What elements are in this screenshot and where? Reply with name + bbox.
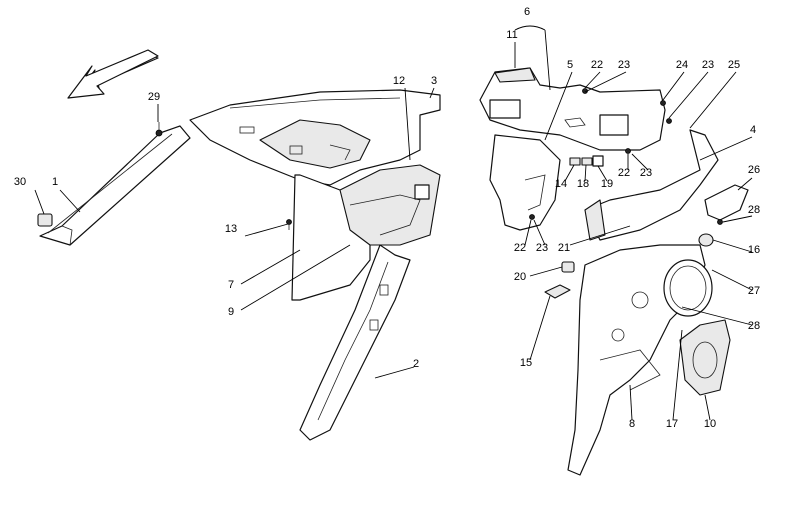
part-4-quarter-panel-upper <box>584 129 719 241</box>
direction-arrow-icon <box>67 49 159 99</box>
callout-c22b: 22 <box>618 167 630 179</box>
callout-c26: 26 <box>748 164 760 176</box>
callout-c30: 30 <box>14 176 26 188</box>
part-3-headliner <box>189 89 441 186</box>
callout-c29: 29 <box>148 91 160 103</box>
part-10-speaker-cover <box>679 319 731 396</box>
callout-c7: 7 <box>228 279 234 291</box>
part-20-spacer <box>561 261 575 273</box>
callout-c5: 5 <box>567 59 573 71</box>
part-30-clip <box>37 213 53 227</box>
callout-c23c: 23 <box>640 167 652 179</box>
callout-c4: 4 <box>750 124 756 136</box>
callout-c20: 20 <box>514 271 526 283</box>
callout-c25: 25 <box>728 59 740 71</box>
callout-c10: 10 <box>704 418 716 430</box>
callout-c17: 17 <box>666 418 678 430</box>
callout-c27: 27 <box>748 285 760 297</box>
part-27-seal-ring <box>663 259 713 317</box>
callout-c22c: 22 <box>514 242 526 254</box>
callout-c22a: 22 <box>591 59 603 71</box>
callout-c23d: 23 <box>536 242 548 254</box>
part-22-23-fasteners <box>529 88 672 220</box>
callout-c14: 14 <box>555 178 567 190</box>
callout-c15: 15 <box>520 357 532 369</box>
callout-c24: 24 <box>676 59 688 71</box>
part-16-grommet <box>698 233 714 247</box>
part-7-door-frame <box>291 164 441 301</box>
callout-c11: 11 <box>506 29 517 41</box>
part-1-pillar-trim <box>39 125 191 246</box>
part-15-pad <box>544 284 571 299</box>
callout-c21: 21 <box>558 242 570 254</box>
part-13-screw <box>286 219 292 230</box>
part-5-side-panel <box>489 134 561 231</box>
callout-c19: 19 <box>601 178 613 190</box>
callout-c13: 13 <box>225 223 237 235</box>
part-14-18-19-clips <box>569 155 604 167</box>
callout-c9: 9 <box>228 306 234 318</box>
callout-c16: 16 <box>748 244 760 256</box>
callout-c23b: 23 <box>702 59 714 71</box>
callout-c18: 18 <box>577 178 589 190</box>
callout-c28a: 28 <box>748 204 760 216</box>
callout-c3: 3 <box>431 75 437 87</box>
callout-c1: 1 <box>52 176 58 188</box>
callout-c8: 8 <box>629 418 635 430</box>
part-2-pillar-trim <box>299 244 411 441</box>
callout-c12: 12 <box>393 75 405 87</box>
callout-c23a: 23 <box>618 59 630 71</box>
leader-lines <box>34 25 753 421</box>
part-6-rear-shelf <box>479 67 666 151</box>
callout-c6: 6 <box>524 6 530 18</box>
callout-c28b: 28 <box>748 320 760 332</box>
callout-c2: 2 <box>413 358 419 370</box>
part-26-bracket <box>704 184 749 221</box>
part-29-screw <box>155 122 163 137</box>
